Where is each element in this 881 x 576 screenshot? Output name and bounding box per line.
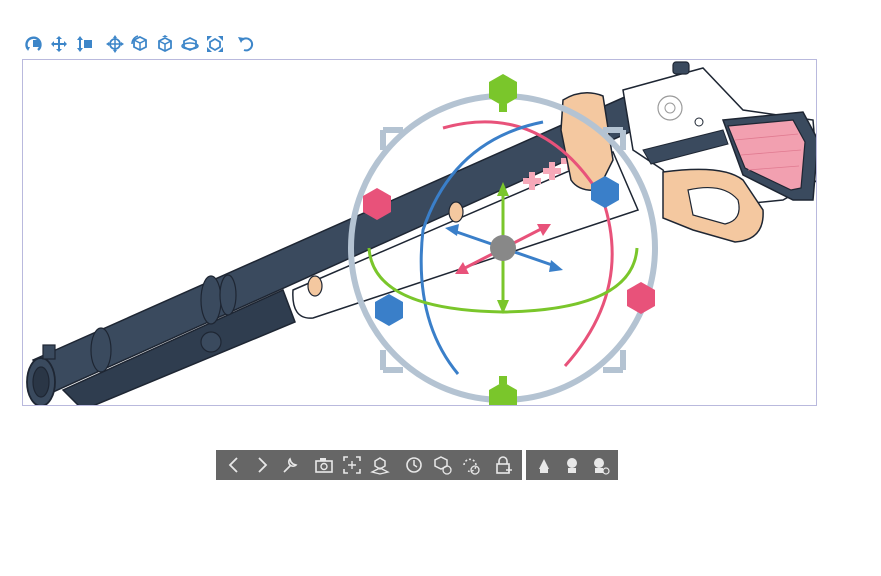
x-right-handle[interactable]	[627, 282, 655, 314]
3d-viewport[interactable]	[22, 59, 817, 406]
reset-rotation-icon[interactable]	[400, 451, 428, 479]
rotate-object-alt-icon[interactable]	[178, 32, 202, 56]
light-2-icon[interactable]	[558, 451, 586, 479]
lock-icon[interactable]	[490, 451, 518, 479]
z-right-handle[interactable]	[591, 176, 619, 208]
place-on-floor-icon[interactable]	[366, 451, 394, 479]
rotate-object-icon[interactable]	[128, 32, 152, 56]
z-left-handle[interactable]	[375, 294, 403, 326]
move-xy-icon[interactable]	[103, 32, 127, 56]
launcher-main-group	[216, 450, 522, 480]
reset-all-icon[interactable]	[456, 451, 484, 479]
object-settings-icon[interactable]	[276, 451, 304, 479]
previous-object-icon[interactable]	[220, 451, 248, 479]
light-1-icon[interactable]	[530, 451, 558, 479]
next-object-icon[interactable]	[248, 451, 276, 479]
rotate-camera-icon[interactable]	[22, 32, 46, 56]
fit-view-icon[interactable]	[338, 451, 366, 479]
center-handle[interactable]	[490, 235, 516, 261]
x-left-handle[interactable]	[363, 188, 391, 220]
light-3-icon[interactable]	[586, 451, 614, 479]
scale-object-icon[interactable]	[203, 32, 227, 56]
y-bottom-handle[interactable]	[489, 376, 517, 406]
zoom-camera-icon[interactable]	[72, 32, 96, 56]
pan-camera-icon[interactable]	[47, 32, 71, 56]
transform-manipulator[interactable]	[348, 74, 658, 406]
move-object-icon[interactable]	[153, 32, 177, 56]
launcher-light-group	[526, 450, 618, 480]
camera-toolbar	[22, 31, 258, 57]
camera-icon[interactable]	[310, 451, 338, 479]
y-top-handle[interactable]	[489, 74, 517, 112]
reset-object-icon[interactable]	[428, 451, 456, 479]
scene-canvas	[26, 61, 816, 406]
reset-camera-icon[interactable]	[234, 32, 258, 56]
object-launcher	[216, 450, 618, 480]
